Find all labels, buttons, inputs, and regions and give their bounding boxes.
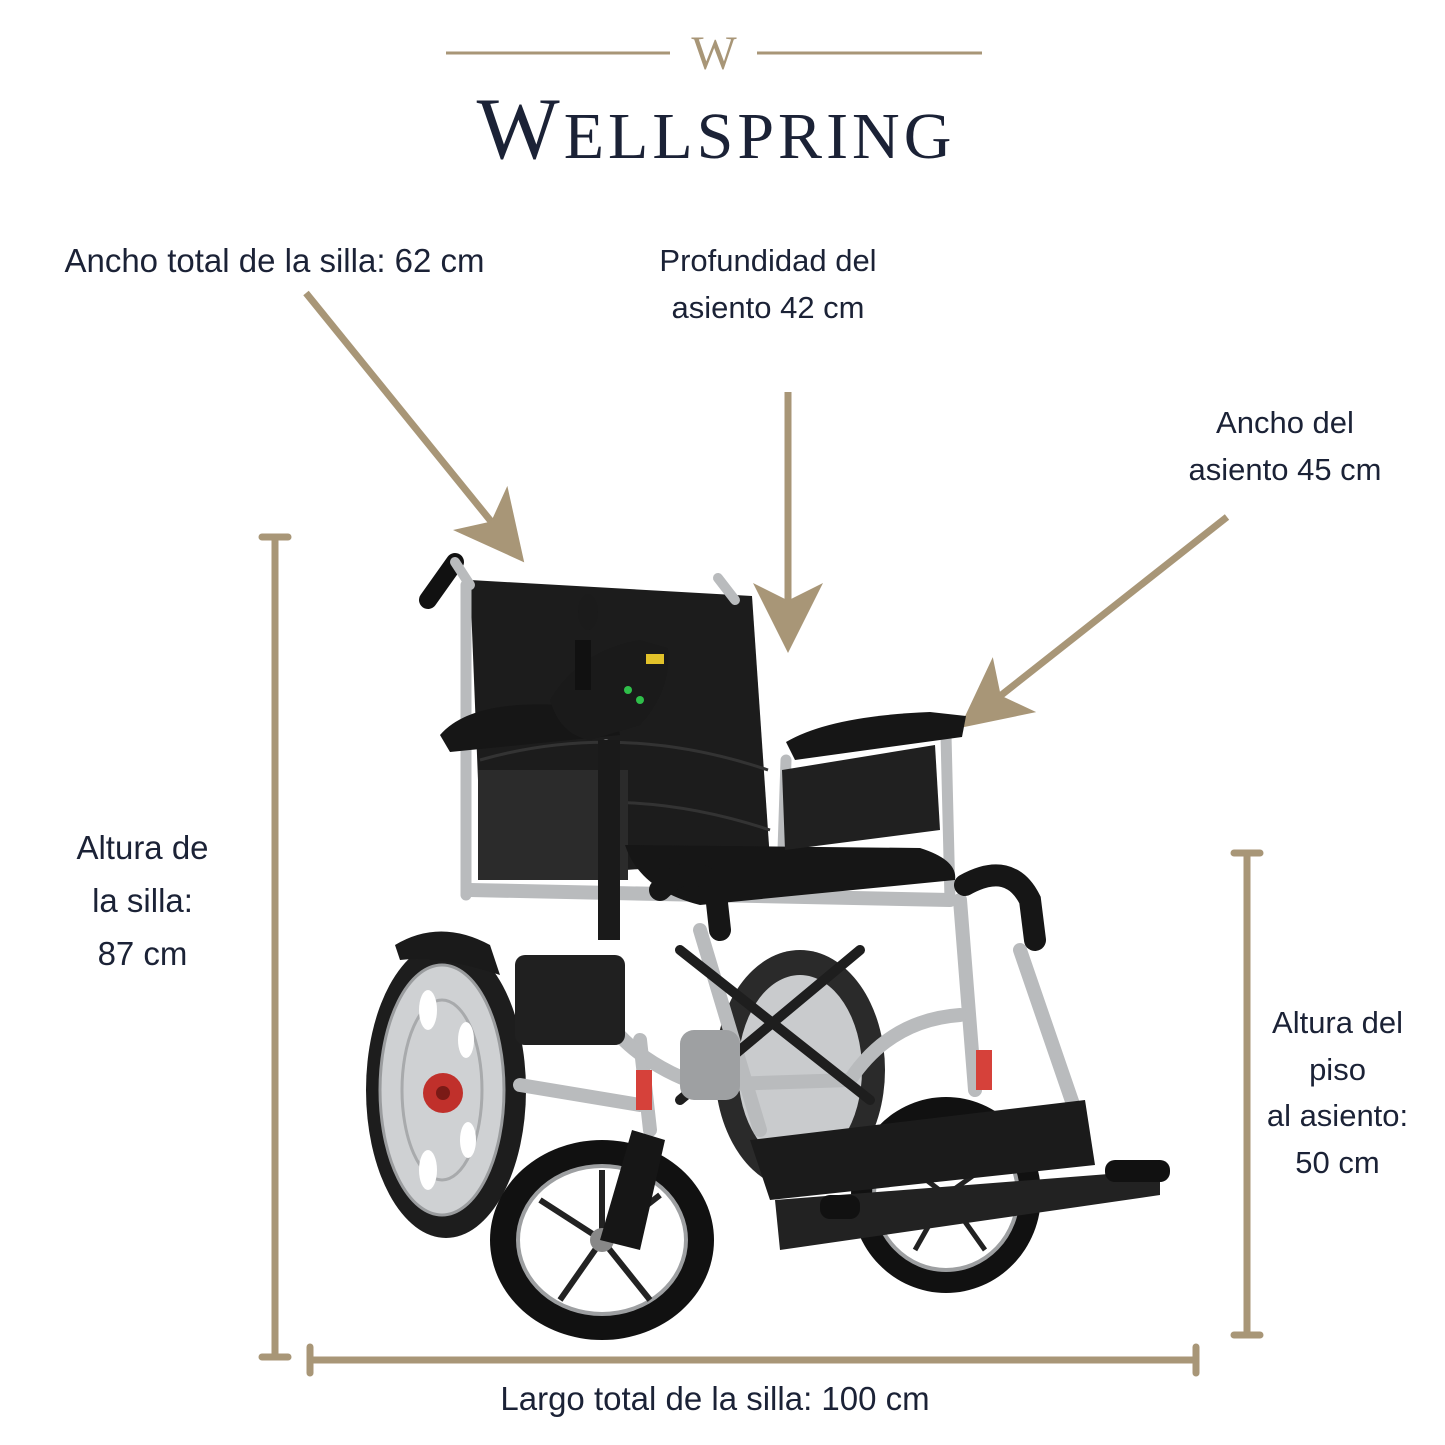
label-altura-piso-line3: al asiento:	[1266, 1098, 1409, 1133]
label-altura-piso-line1: Altura del	[1272, 1005, 1403, 1040]
arrow-ancho-asiento	[959, 514, 1230, 729]
wheelchair-illustration	[366, 553, 1170, 1340]
dimension-largo-total	[306, 1343, 1200, 1377]
label-ancho-asiento-line1: Ancho del	[1216, 405, 1354, 440]
side-panel	[782, 745, 940, 850]
label-largo-total: Largo total de la silla: 100 cm	[500, 1380, 930, 1417]
battery-box	[515, 955, 625, 1045]
shock-absorbers	[636, 1050, 992, 1110]
label-altura-silla-line2: la silla:	[92, 881, 193, 919]
label-altura-silla-line1: Altura de	[76, 829, 209, 866]
label-altura-silla-line3: 87 cm	[97, 934, 188, 972]
right-armrest	[786, 712, 966, 760]
label-profundidad-line2: asiento 42 cm	[671, 289, 865, 325]
arrow-ancho-total	[303, 290, 525, 563]
joystick-controller	[550, 594, 669, 940]
rear-wheel	[366, 942, 526, 1238]
footrest	[750, 1100, 1170, 1250]
logo-rest: ELLSPRING	[563, 100, 956, 173]
label-altura-silla: Altura de la silla: 87 cm	[40, 822, 245, 980]
label-ancho-asiento: Ancho del asiento 45 cm	[1140, 400, 1430, 493]
dimension-altura-silla	[258, 533, 292, 1361]
label-altura-piso: Altura del piso al asiento: 50 cm	[1245, 1000, 1430, 1186]
front-wheel-left	[490, 1130, 714, 1340]
dimension-altura-piso	[1230, 849, 1264, 1339]
label-altura-piso-line2: piso	[1309, 1051, 1366, 1087]
logo-initial: W	[476, 81, 564, 178]
label-ancho-total: Ancho total de la silla: 62 cm	[64, 242, 485, 279]
label-profundidad: Profundidad del asiento 42 cm	[618, 238, 918, 331]
label-altura-piso-line4: 50 cm	[1295, 1144, 1380, 1180]
logo-wordmark: WELLSPRING	[446, 86, 986, 174]
fender	[395, 931, 500, 975]
label-ancho-asiento-line2: asiento 45 cm	[1188, 451, 1382, 487]
label-profundidad-line1: Profundidad del	[659, 243, 877, 278]
logo-monogram: W	[691, 27, 737, 80]
